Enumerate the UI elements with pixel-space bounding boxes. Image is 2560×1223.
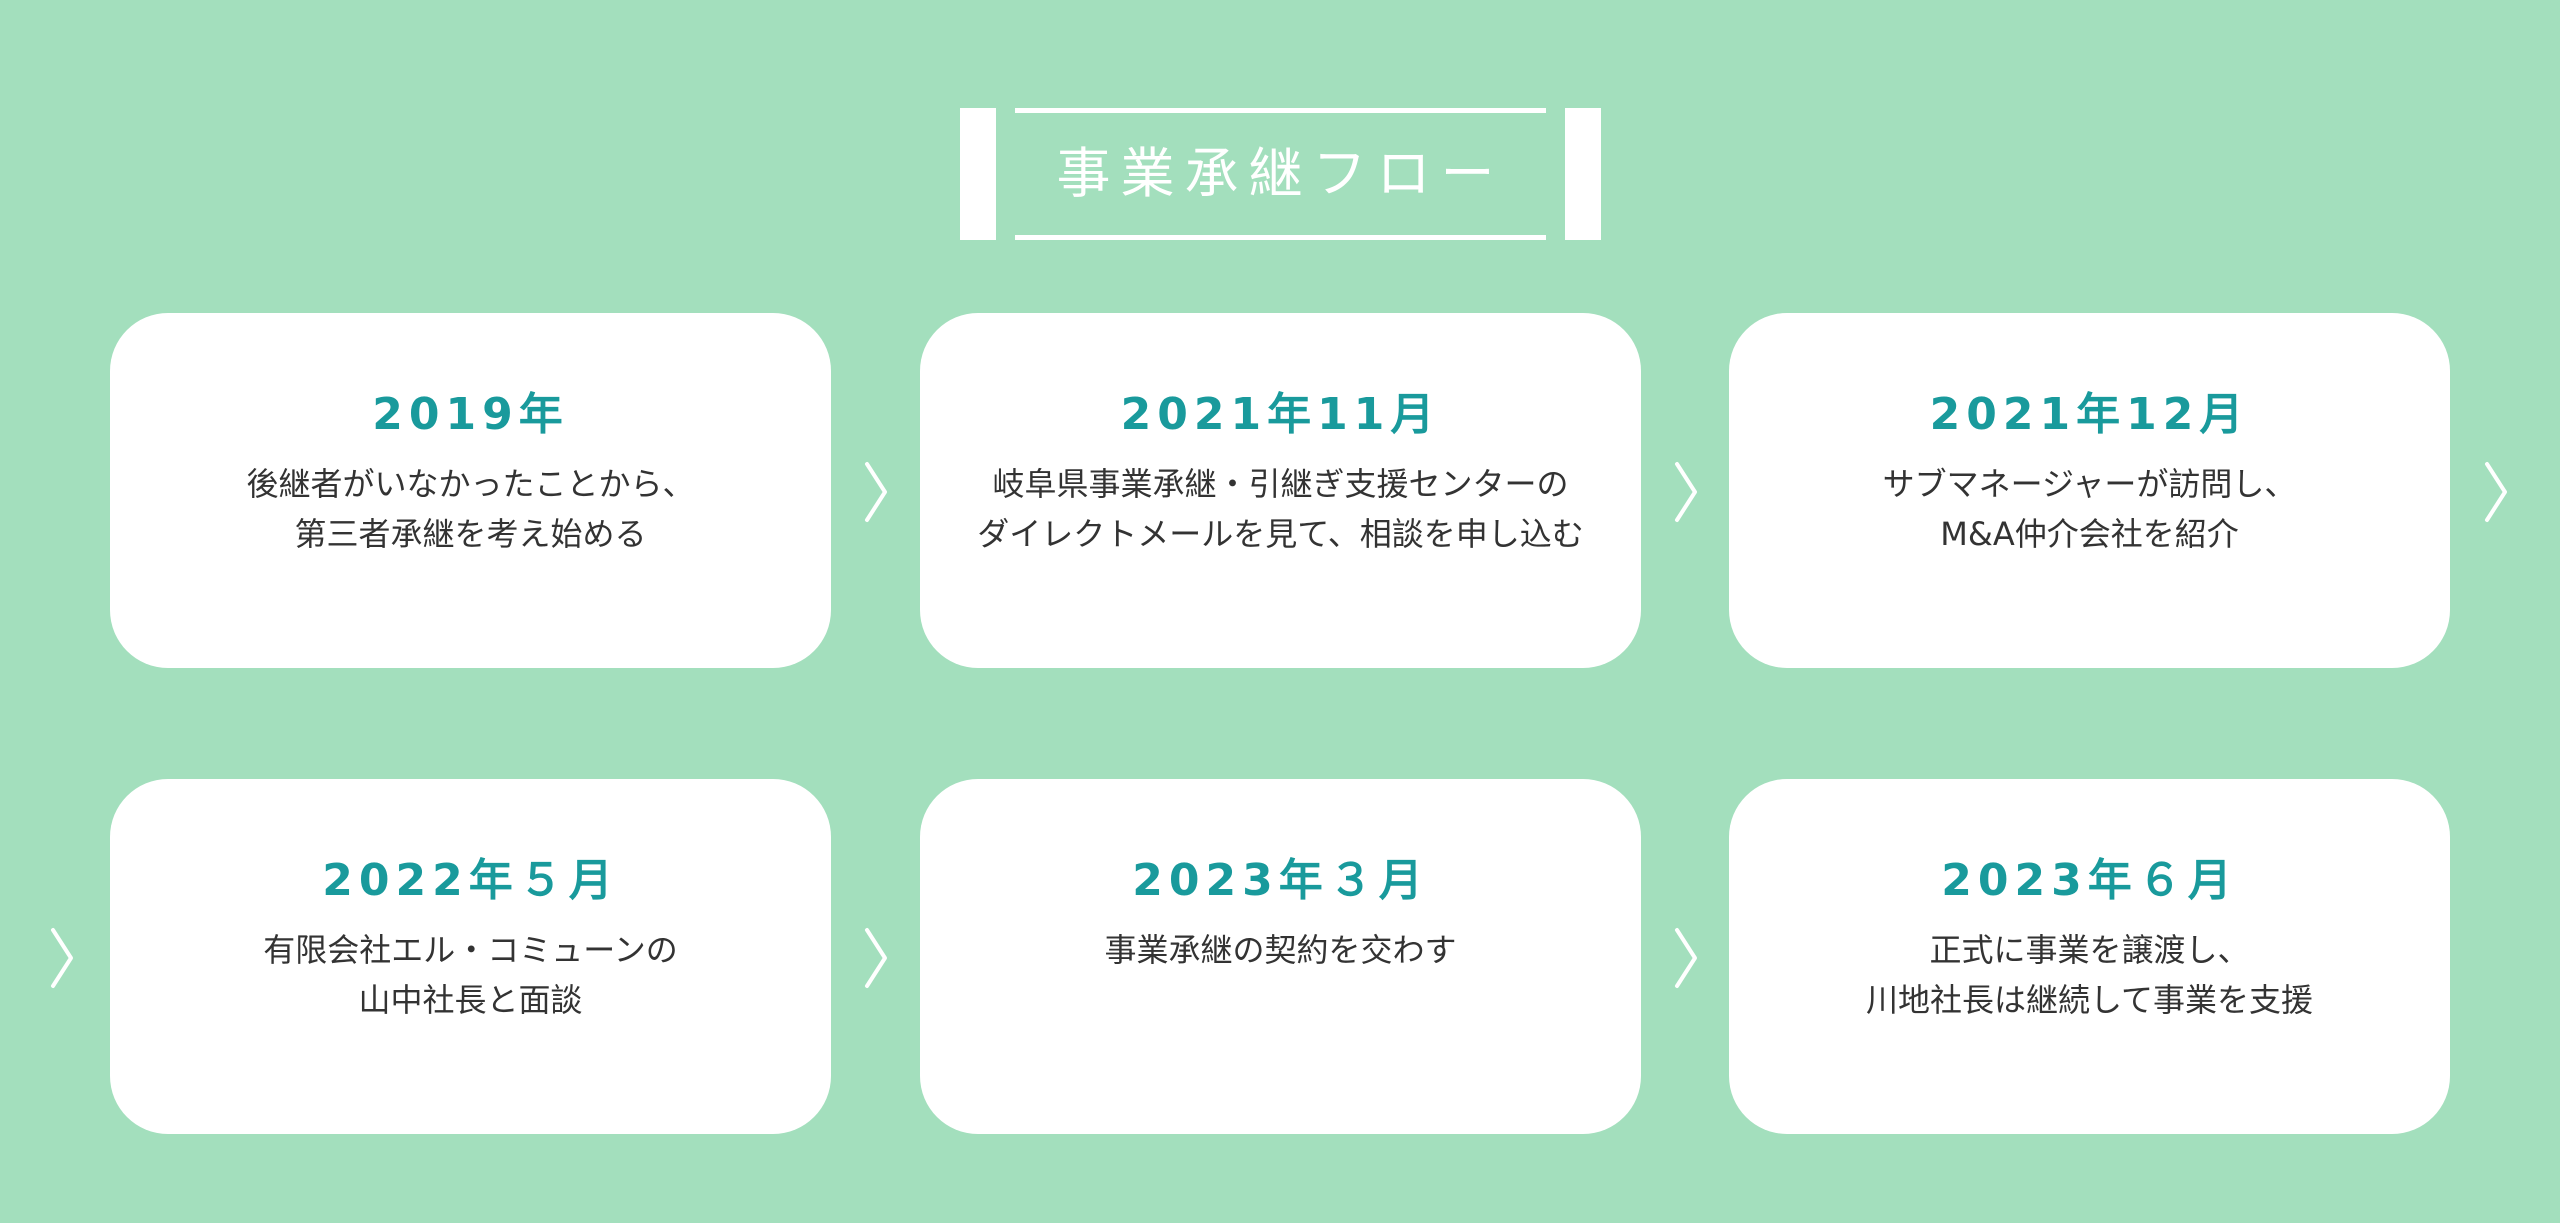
title-left-bar <box>960 108 996 240</box>
step-description-line: 事業承継の契約を交わす <box>1104 931 1457 969</box>
step-date: 2019年 <box>372 389 569 440</box>
step-card-6: 2023年６月 正式に事業を譲渡し、 川地社長は継続して事業を支援 <box>1729 779 2450 1134</box>
step-description: サブマネージャーが訪問し、 M&A仲介会社を紹介 <box>1729 459 2450 559</box>
step-description: 有限会社エル・コミューンの 山中社長と面談 <box>110 925 831 1025</box>
chevron-right-icon <box>48 926 76 990</box>
step-date: 2023年６月 <box>1941 855 2238 906</box>
step-description-line: 川地社長は継続して事業を支援 <box>1865 981 2314 1019</box>
step-description-line: ダイレクトメールを見て、相談を申し込む <box>977 515 1584 553</box>
step-date: 2023年３月 <box>1132 855 1429 906</box>
step-card-4: 2022年５月 有限会社エル・コミューンの 山中社長と面談 <box>110 779 831 1134</box>
step-description-line: 有限会社エル・コミューンの <box>263 931 678 969</box>
step-description-line: 岐阜県事業承継・引継ぎ支援センターの <box>992 465 1569 503</box>
chevron-right-icon <box>1672 460 1700 524</box>
step-description: 岐阜県事業承継・引継ぎ支援センターの ダイレクトメールを見て、相談を申し込む <box>920 459 1641 559</box>
step-description-line: 後継者がいなかったことから、 <box>246 465 695 503</box>
step-description: 事業承継の契約を交わす <box>920 925 1641 975</box>
step-description-line: 山中社長と面談 <box>358 981 583 1019</box>
title-right-bar <box>1565 108 1601 240</box>
step-description-line: 正式に事業を譲渡し、 <box>1929 931 2250 969</box>
step-date: 2021年12月 <box>1929 389 2250 440</box>
step-card-3: 2021年12月 サブマネージャーが訪問し、 M&A仲介会社を紹介 <box>1729 313 2450 668</box>
step-card-5: 2023年３月 事業承継の契約を交わす <box>920 779 1641 1134</box>
step-date: 2021年11月 <box>1120 389 1441 440</box>
chevron-right-icon <box>1672 926 1700 990</box>
step-description-line: サブマネージャーが訪問し、 <box>1882 465 2297 503</box>
chevron-right-icon <box>862 926 890 990</box>
chevron-right-icon <box>2482 460 2510 524</box>
step-description-line: M&A仲介会社を紹介 <box>1940 515 2239 553</box>
title-bottom-rule <box>1015 235 1546 240</box>
step-date: 2022年５月 <box>322 855 619 906</box>
step-description: 正式に事業を譲渡し、 川地社長は継続して事業を支援 <box>1729 925 2450 1025</box>
flow-title: 事業承継フロー <box>960 108 1601 240</box>
title-top-rule <box>1015 108 1546 113</box>
step-description-line: 第三者承継を考え始める <box>294 515 647 553</box>
chevron-right-icon <box>862 460 890 524</box>
page-title: 事業承継フロー <box>1056 142 1505 205</box>
step-card-1: 2019年 後継者がいなかったことから、 第三者承継を考え始める <box>110 313 831 668</box>
step-card-2: 2021年11月 岐阜県事業承継・引継ぎ支援センターの ダイレクトメールを見て、… <box>920 313 1641 668</box>
step-description: 後継者がいなかったことから、 第三者承継を考え始める <box>110 459 831 559</box>
